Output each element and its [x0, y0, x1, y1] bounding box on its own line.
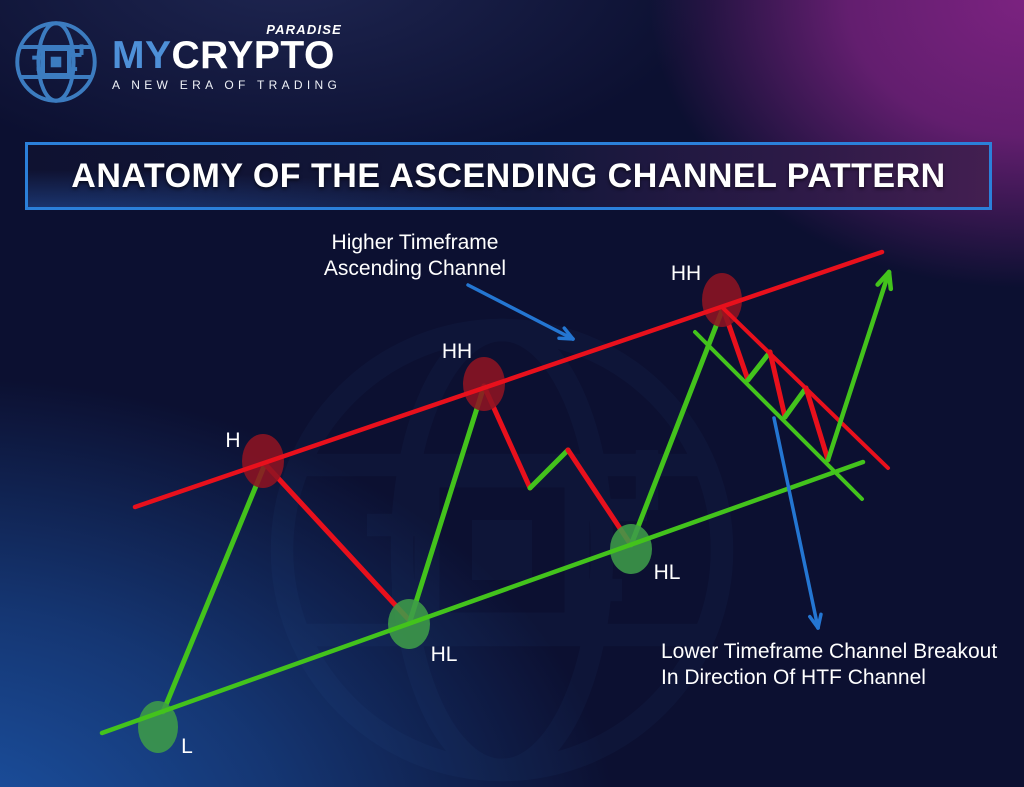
- ltf-flag-boundary-line: [693, 330, 864, 501]
- swing-high-marker: [463, 357, 505, 411]
- title-banner: ANATOMY OF THE ASCENDING CHANNEL PATTERN: [25, 142, 992, 210]
- annotation-ltf-line1: Lower Timeframe Channel Breakout: [661, 640, 998, 663]
- price-swing-segment: [803, 385, 831, 463]
- annotation-pointer-arrow: [466, 283, 575, 341]
- label-higher-low-1: HL: [430, 643, 458, 666]
- annotation-ltf-breakout: Lower Timeframe Channel Breakout In Dire…: [661, 639, 1024, 691]
- annotation-pointer-arrow: [772, 416, 820, 630]
- brand-logo: PARADISE MYCRYPTO A NEW ERA OF TRADING: [112, 22, 344, 92]
- label-higher-high-1: HH: [441, 340, 473, 363]
- price-swing-segment: [527, 447, 571, 491]
- label-higher-low-2: HL: [653, 561, 681, 584]
- price-swing-segment: [782, 385, 809, 420]
- price-swing-segment: [262, 461, 413, 624]
- annotation-pointer-arrowhead: [808, 614, 820, 630]
- page-title: ANATOMY OF THE ASCENDING CHANNEL PATTERN: [71, 156, 946, 195]
- brand-paradise-text: PARADISE: [266, 22, 342, 37]
- label-higher-high-2: HH: [670, 262, 702, 285]
- annotation-htf-line1: Higher Timeframe: [331, 231, 499, 254]
- price-swing-segment: [745, 349, 773, 383]
- breakout-arrow: [825, 269, 892, 463]
- annotation-ltf-line2: In Direction Of HTF Channel: [661, 666, 926, 689]
- brand-name: MYCRYPTO: [112, 34, 344, 77]
- htf-channel-upper-line: [132, 249, 885, 510]
- annotation-pointer-arrowhead: [557, 336, 575, 341]
- swing-low-marker: [138, 701, 178, 753]
- brand-crypto-text: CRYPTO: [171, 34, 335, 77]
- label-swing-high-h: H: [225, 429, 241, 452]
- price-swing-segment: [628, 305, 726, 548]
- brand-tagline: A NEW ERA OF TRADING: [112, 78, 342, 92]
- price-swing-segment: [160, 461, 268, 715]
- ltf-flag-boundary-line: [721, 306, 890, 470]
- price-swing-segment: [407, 383, 487, 624]
- label-swing-low-l: L: [181, 735, 193, 758]
- htf-channel-lower-line: [99, 459, 866, 736]
- price-swing-segment: [767, 349, 788, 420]
- annotation-htf-line2: Ascending Channel: [323, 257, 507, 280]
- swing-low-marker: [610, 524, 652, 574]
- annotation-htf-channel: Higher Timeframe Ascending Channel: [265, 230, 565, 282]
- swing-high-marker: [702, 273, 742, 327]
- brand-my-text: MY: [112, 34, 172, 77]
- breakout-arrowhead: [886, 269, 894, 292]
